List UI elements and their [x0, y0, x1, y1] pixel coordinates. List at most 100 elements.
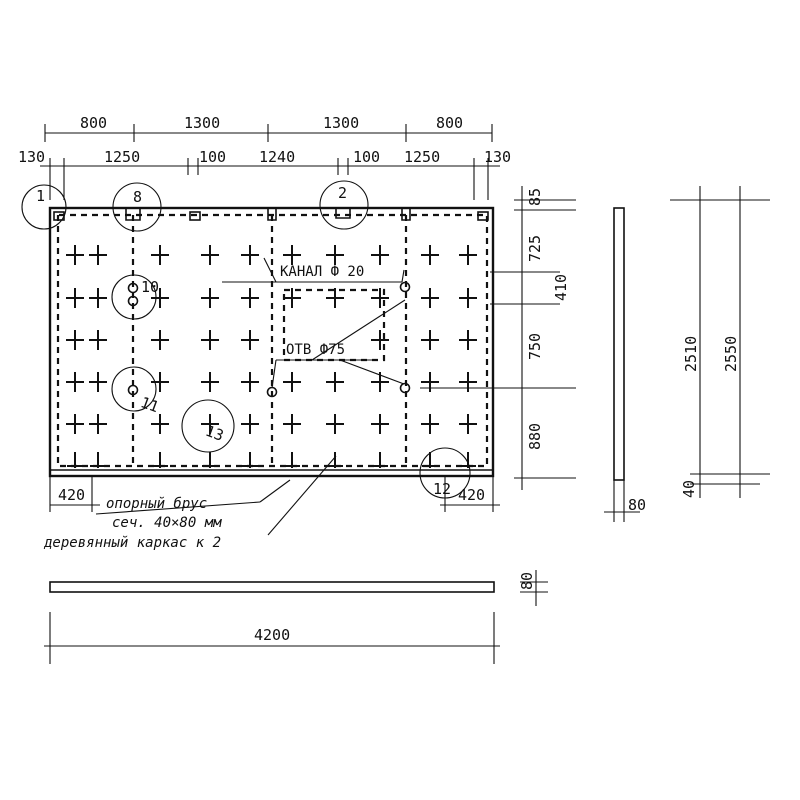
callout-11: 11	[138, 393, 161, 416]
right-dimension-chain: 85 725 410 750 880	[420, 186, 576, 490]
rebar-cross	[201, 414, 219, 434]
frame-note: деревянный каркас к 2	[43, 535, 221, 551]
rebar-cross	[89, 288, 107, 308]
side-dim-2550: 2550	[722, 336, 740, 372]
hole-4	[399, 281, 411, 293]
rebar-cross	[421, 288, 439, 308]
rebar-cross	[283, 414, 301, 434]
hole-5	[399, 382, 411, 394]
top-dimension-row-2: 130 1250 100 1240 100 1250 130	[18, 148, 511, 200]
rebar-cross	[66, 414, 84, 434]
rebar-cross	[371, 330, 389, 350]
dim-top-1: 800	[80, 114, 107, 132]
rebar-cross	[371, 414, 389, 434]
dim-row2-7: 130	[484, 148, 511, 166]
rebar-cross	[201, 372, 219, 392]
hole-annotation: ОТВ Ф75	[271, 299, 406, 389]
rebar-cross	[201, 330, 219, 350]
elevation-thickness: 80	[518, 572, 536, 590]
callout-13: 13	[203, 422, 226, 445]
callout-2: 2	[338, 184, 347, 202]
dim-row2-4: 1240	[259, 148, 295, 166]
rebar-cross	[66, 245, 84, 265]
holes	[127, 281, 411, 398]
rebar-cross	[371, 288, 389, 308]
rebar-cross	[66, 330, 84, 350]
rebar-cross	[421, 330, 439, 350]
beam-note: опорный брус	[106, 496, 207, 512]
rebar-cross	[459, 245, 477, 265]
rebar-cross	[421, 372, 439, 392]
rebar-cross	[326, 288, 344, 308]
notes: опорный брус сеч. 40×80 мм деревянный ка…	[43, 455, 337, 551]
dim-bottom-left: 420	[58, 486, 85, 504]
rebar-cross	[201, 288, 219, 308]
dim-right-750: 750	[526, 333, 544, 360]
rebar-cross	[459, 414, 477, 434]
rebar-cross	[151, 330, 169, 350]
callouts: 1 8 2 10 11 13 12	[21, 180, 471, 499]
hole-2	[127, 295, 139, 307]
rebar-cross	[241, 245, 259, 265]
rebar-cross	[326, 372, 344, 392]
rebar-cross	[283, 245, 301, 265]
callout-12: 12	[433, 480, 451, 498]
rebar-cross	[241, 414, 259, 434]
top-dimension-row-1: 800 1300 1300 800	[44, 114, 493, 142]
dim-top-3: 1300	[323, 114, 359, 132]
callout-8: 8	[133, 188, 142, 206]
side-dim-40: 40	[680, 480, 698, 498]
dim-row2-6: 1250	[404, 148, 440, 166]
dim-row2-3: 100	[199, 148, 226, 166]
side-dim-2510: 2510	[682, 336, 700, 372]
rebar-cross	[201, 245, 219, 265]
hole-3	[127, 384, 139, 396]
canal-annotation: КАНАЛ Ф 20	[222, 257, 405, 283]
callout-10: 10	[141, 278, 159, 296]
dim-bottom-right: 420	[458, 486, 485, 504]
rebar-cross	[459, 330, 477, 350]
rebar-cross	[283, 288, 301, 308]
overall-width: 4200	[254, 626, 290, 644]
rebar-cross	[371, 245, 389, 265]
rebar-cross	[89, 372, 107, 392]
rebar-cross	[241, 330, 259, 350]
panel-plan	[48, 206, 495, 478]
dim-top-4: 800	[436, 114, 463, 132]
dim-right-725: 725	[526, 235, 544, 262]
dim-top-2: 1300	[184, 114, 220, 132]
rebar-cross	[241, 288, 259, 308]
rebar-cross	[89, 330, 107, 350]
dim-row2-5: 100	[353, 148, 380, 166]
reinforcement-grid	[66, 245, 477, 434]
rebar-cross	[66, 372, 84, 392]
rebar-cross	[283, 372, 301, 392]
rebar-cross	[151, 372, 169, 392]
rebar-cross	[89, 245, 107, 265]
rebar-cross	[459, 288, 477, 308]
rebar-cross	[151, 414, 169, 434]
rebar-cross	[151, 288, 169, 308]
bottom-edge-dimensions: 420 420	[49, 476, 500, 512]
dim-row2-1: 130	[18, 148, 45, 166]
dim-row2-2: 1250	[104, 148, 140, 166]
rebar-cross	[421, 414, 439, 434]
hole-label: ОТВ Ф75	[286, 342, 345, 358]
side-thickness: 80	[628, 496, 646, 514]
rebar-cross	[151, 245, 169, 265]
bottom-elevation: 80 4200	[44, 570, 548, 664]
section-note: сеч. 40×80 мм	[112, 515, 222, 531]
dim-right-880: 880	[526, 423, 544, 450]
dim-right-85: 85	[526, 188, 544, 206]
rebar-cross	[241, 372, 259, 392]
rebar-cross	[421, 245, 439, 265]
dim-right-410: 410	[552, 274, 570, 301]
callout-1: 1	[36, 187, 45, 205]
rebar-cross	[326, 245, 344, 265]
rebar-cross	[89, 414, 107, 434]
canal-label: КАНАЛ Ф 20	[280, 264, 364, 280]
hole-1	[127, 282, 139, 294]
rebar-cross	[459, 372, 477, 392]
side-section: 80 2510 2550 40	[604, 186, 770, 522]
